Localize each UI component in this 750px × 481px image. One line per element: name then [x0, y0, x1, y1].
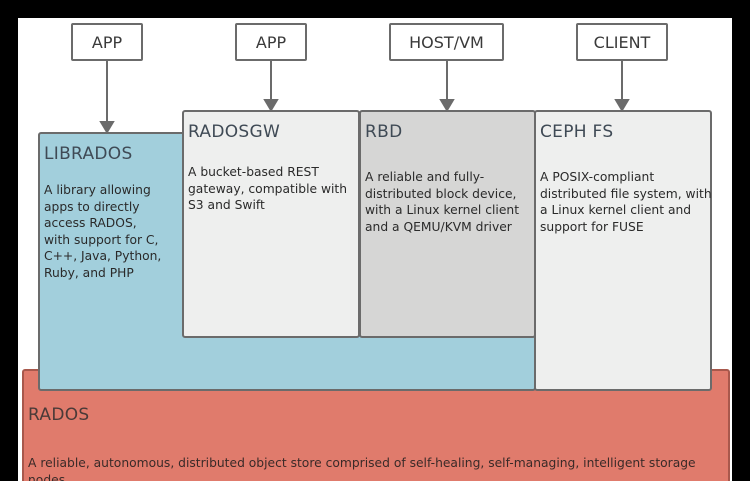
- rados-description: A reliable, autonomous, distributed obje…: [28, 456, 696, 481]
- rados-title: RADOS: [28, 405, 90, 425]
- arrowhead-librados: [99, 121, 115, 134]
- app-box-2: APP: [235, 23, 307, 61]
- arrowhead-cephfs: [614, 99, 630, 112]
- radosgw-description: A bucket-based REST gateway, compatible …: [188, 165, 348, 212]
- hostvm-box: HOST/VM: [389, 23, 504, 61]
- arrowhead-radosgw: [263, 99, 279, 112]
- client-box: CLIENT: [576, 23, 668, 61]
- librados-title: LIBRADOS: [44, 144, 133, 164]
- app-box-1: APP: [71, 23, 143, 61]
- rbd-box: RBD A reliable and fully-distributed blo…: [359, 110, 536, 338]
- arrowhead-rbd: [439, 99, 455, 112]
- rbd-description: A reliable and fully-distributed block d…: [365, 170, 520, 234]
- cephfs-box: CEPH FS A POSIX-compliant distributed fi…: [534, 110, 712, 391]
- cephfs-description: A POSIX-compliant distributed file syste…: [540, 170, 712, 234]
- radosgw-box: RADOSGW A bucket-based REST gateway, com…: [182, 110, 360, 338]
- radosgw-title: RADOSGW: [188, 122, 281, 142]
- ceph-architecture-diagram: RADOS A reliable, autonomous, distribute…: [18, 18, 732, 481]
- librados-description: A library allowing apps to directly acce…: [44, 183, 162, 280]
- rbd-title: RBD: [365, 122, 403, 142]
- cephfs-title: CEPH FS: [540, 122, 614, 142]
